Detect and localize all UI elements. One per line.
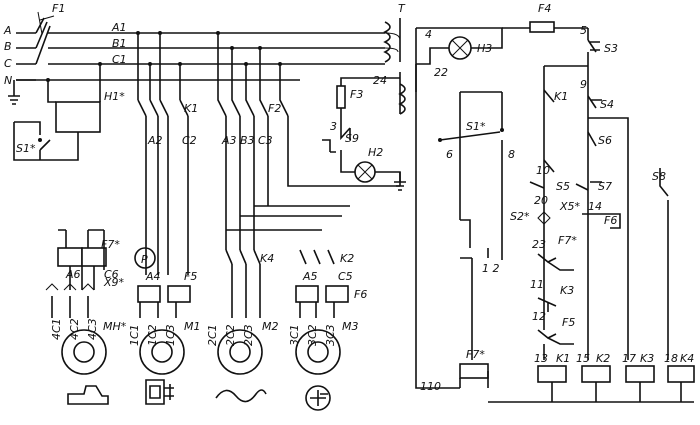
label-s4: S4 <box>600 98 614 111</box>
m2-terminal-2: 2C2 <box>224 324 237 346</box>
label-t3: 3 <box>330 120 337 133</box>
label-t24: 24 <box>373 74 387 87</box>
label-s5: S5 <box>556 180 570 193</box>
wave-icon <box>215 389 267 403</box>
label-n20: 20 <box>534 194 548 207</box>
label-c2: C2 <box>182 134 197 147</box>
mh-terminal-3: 4C3 <box>86 318 99 340</box>
label-s8: S8 <box>652 170 666 183</box>
label-n23: 23 <box>532 238 546 251</box>
label-tr4: 4 <box>425 28 432 41</box>
label-k1: K1 <box>184 102 198 115</box>
m2-terminal-3: 2C3 <box>242 324 255 346</box>
label-s9: S9 <box>345 132 359 145</box>
label-f5c: F5 <box>562 316 575 329</box>
label-coil-k1: K1 <box>556 352 570 365</box>
label-c1: C1 <box>112 53 127 66</box>
label-s7: S7 <box>598 180 612 193</box>
label-x5: X5* <box>559 200 581 213</box>
label-c3: C3 <box>258 134 273 147</box>
label-f3: F3 <box>350 88 363 101</box>
label-k4: K4 <box>260 252 274 265</box>
label-n12: 1 2 <box>482 262 500 275</box>
label-a6: A6 <box>65 268 81 281</box>
control-circuit: 4 22 H3 F4 5 S3 S1* 6 8 1 2 F7* 110 9 <box>415 2 695 403</box>
label-coil-f7: F7* <box>466 348 485 361</box>
label-a4: A4 <box>145 270 161 283</box>
label-c6: C6 <box>104 268 119 281</box>
mh-terminal-1: 4C1 <box>50 318 63 340</box>
label-n10: 10 <box>536 164 550 177</box>
label-b1: B1 <box>112 37 127 50</box>
label-p: P <box>141 253 148 266</box>
workpiece-icon <box>67 385 109 405</box>
label-m3: M3 <box>342 320 359 333</box>
label-n17: 17 <box>622 352 636 365</box>
label-f1: F1 <box>52 2 65 15</box>
label-s6: S6 <box>598 134 612 147</box>
label-n8: 8 <box>508 148 515 161</box>
label-b3: B3 <box>240 134 255 147</box>
label-coil-k4: K4 <box>680 352 694 365</box>
line-label-c: C <box>4 57 12 70</box>
label-m2: M2 <box>262 320 279 333</box>
label-h2: H2 <box>368 146 383 159</box>
label-n12b: 12 <box>532 310 546 323</box>
label-f7c: F7* <box>558 234 577 247</box>
label-n11: 11 <box>530 278 544 291</box>
label-h1: H1* <box>104 90 125 103</box>
label-k1c: K1 <box>554 90 568 103</box>
label-a2: A2 <box>147 134 163 147</box>
label-m1: M1 <box>184 320 201 333</box>
chuck-icon <box>145 379 174 405</box>
label-a1: A1 <box>111 21 127 34</box>
label-n9: 9 <box>580 78 587 91</box>
mh-terminal-2: 4C2 <box>68 318 81 340</box>
label-n13: 13 <box>534 352 548 365</box>
line-label-n: N <box>4 74 12 87</box>
m3-terminal-1: 3C1 <box>288 324 301 346</box>
label-f5: F5 <box>184 270 197 283</box>
m3-terminal-3: 3C3 <box>324 324 337 346</box>
label-k3: K3 <box>560 284 574 297</box>
label-t: T <box>398 2 406 15</box>
line-label-a: A <box>3 24 12 37</box>
label-a5: A5 <box>302 270 318 283</box>
pump-icon <box>305 385 331 411</box>
label-f6c: F6 <box>604 214 617 227</box>
label-tr22: 22 <box>434 66 448 79</box>
label-n5: 5 <box>580 24 587 37</box>
label-k2: K2 <box>340 252 354 265</box>
label-n15: 15 <box>576 352 590 365</box>
label-coil-k2: K2 <box>596 352 610 365</box>
label-f2: F2 <box>268 102 281 115</box>
label-x9: X9* <box>103 276 125 289</box>
label-n110: 110 <box>420 380 441 393</box>
label-c5: C5 <box>338 270 353 283</box>
m1-terminal-1: 1C1 <box>128 324 141 346</box>
m1-terminal-3: 1C3 <box>164 324 177 346</box>
m2-terminal-1: 2C1 <box>206 324 219 346</box>
label-s1: S1* <box>16 142 36 155</box>
label-f6: F6 <box>354 288 367 301</box>
label-mh: MH* <box>103 320 127 333</box>
m1-terminal-2: 1C2 <box>146 324 159 346</box>
power-circuit: A B C N F1 A1 B1 C1 H1* <box>3 2 406 411</box>
label-coil-k3: K3 <box>640 352 654 365</box>
label-n14: 14 <box>588 200 602 213</box>
label-s2: S2* <box>510 210 530 223</box>
label-s3: S3 <box>604 42 618 55</box>
label-f4: F4 <box>538 2 551 15</box>
label-s1b: S1* <box>466 120 486 133</box>
label-n6: 6 <box>446 148 453 161</box>
label-n18: 18 <box>664 352 678 365</box>
line-label-b: B <box>4 40 12 53</box>
label-a3: A3 <box>221 134 237 147</box>
